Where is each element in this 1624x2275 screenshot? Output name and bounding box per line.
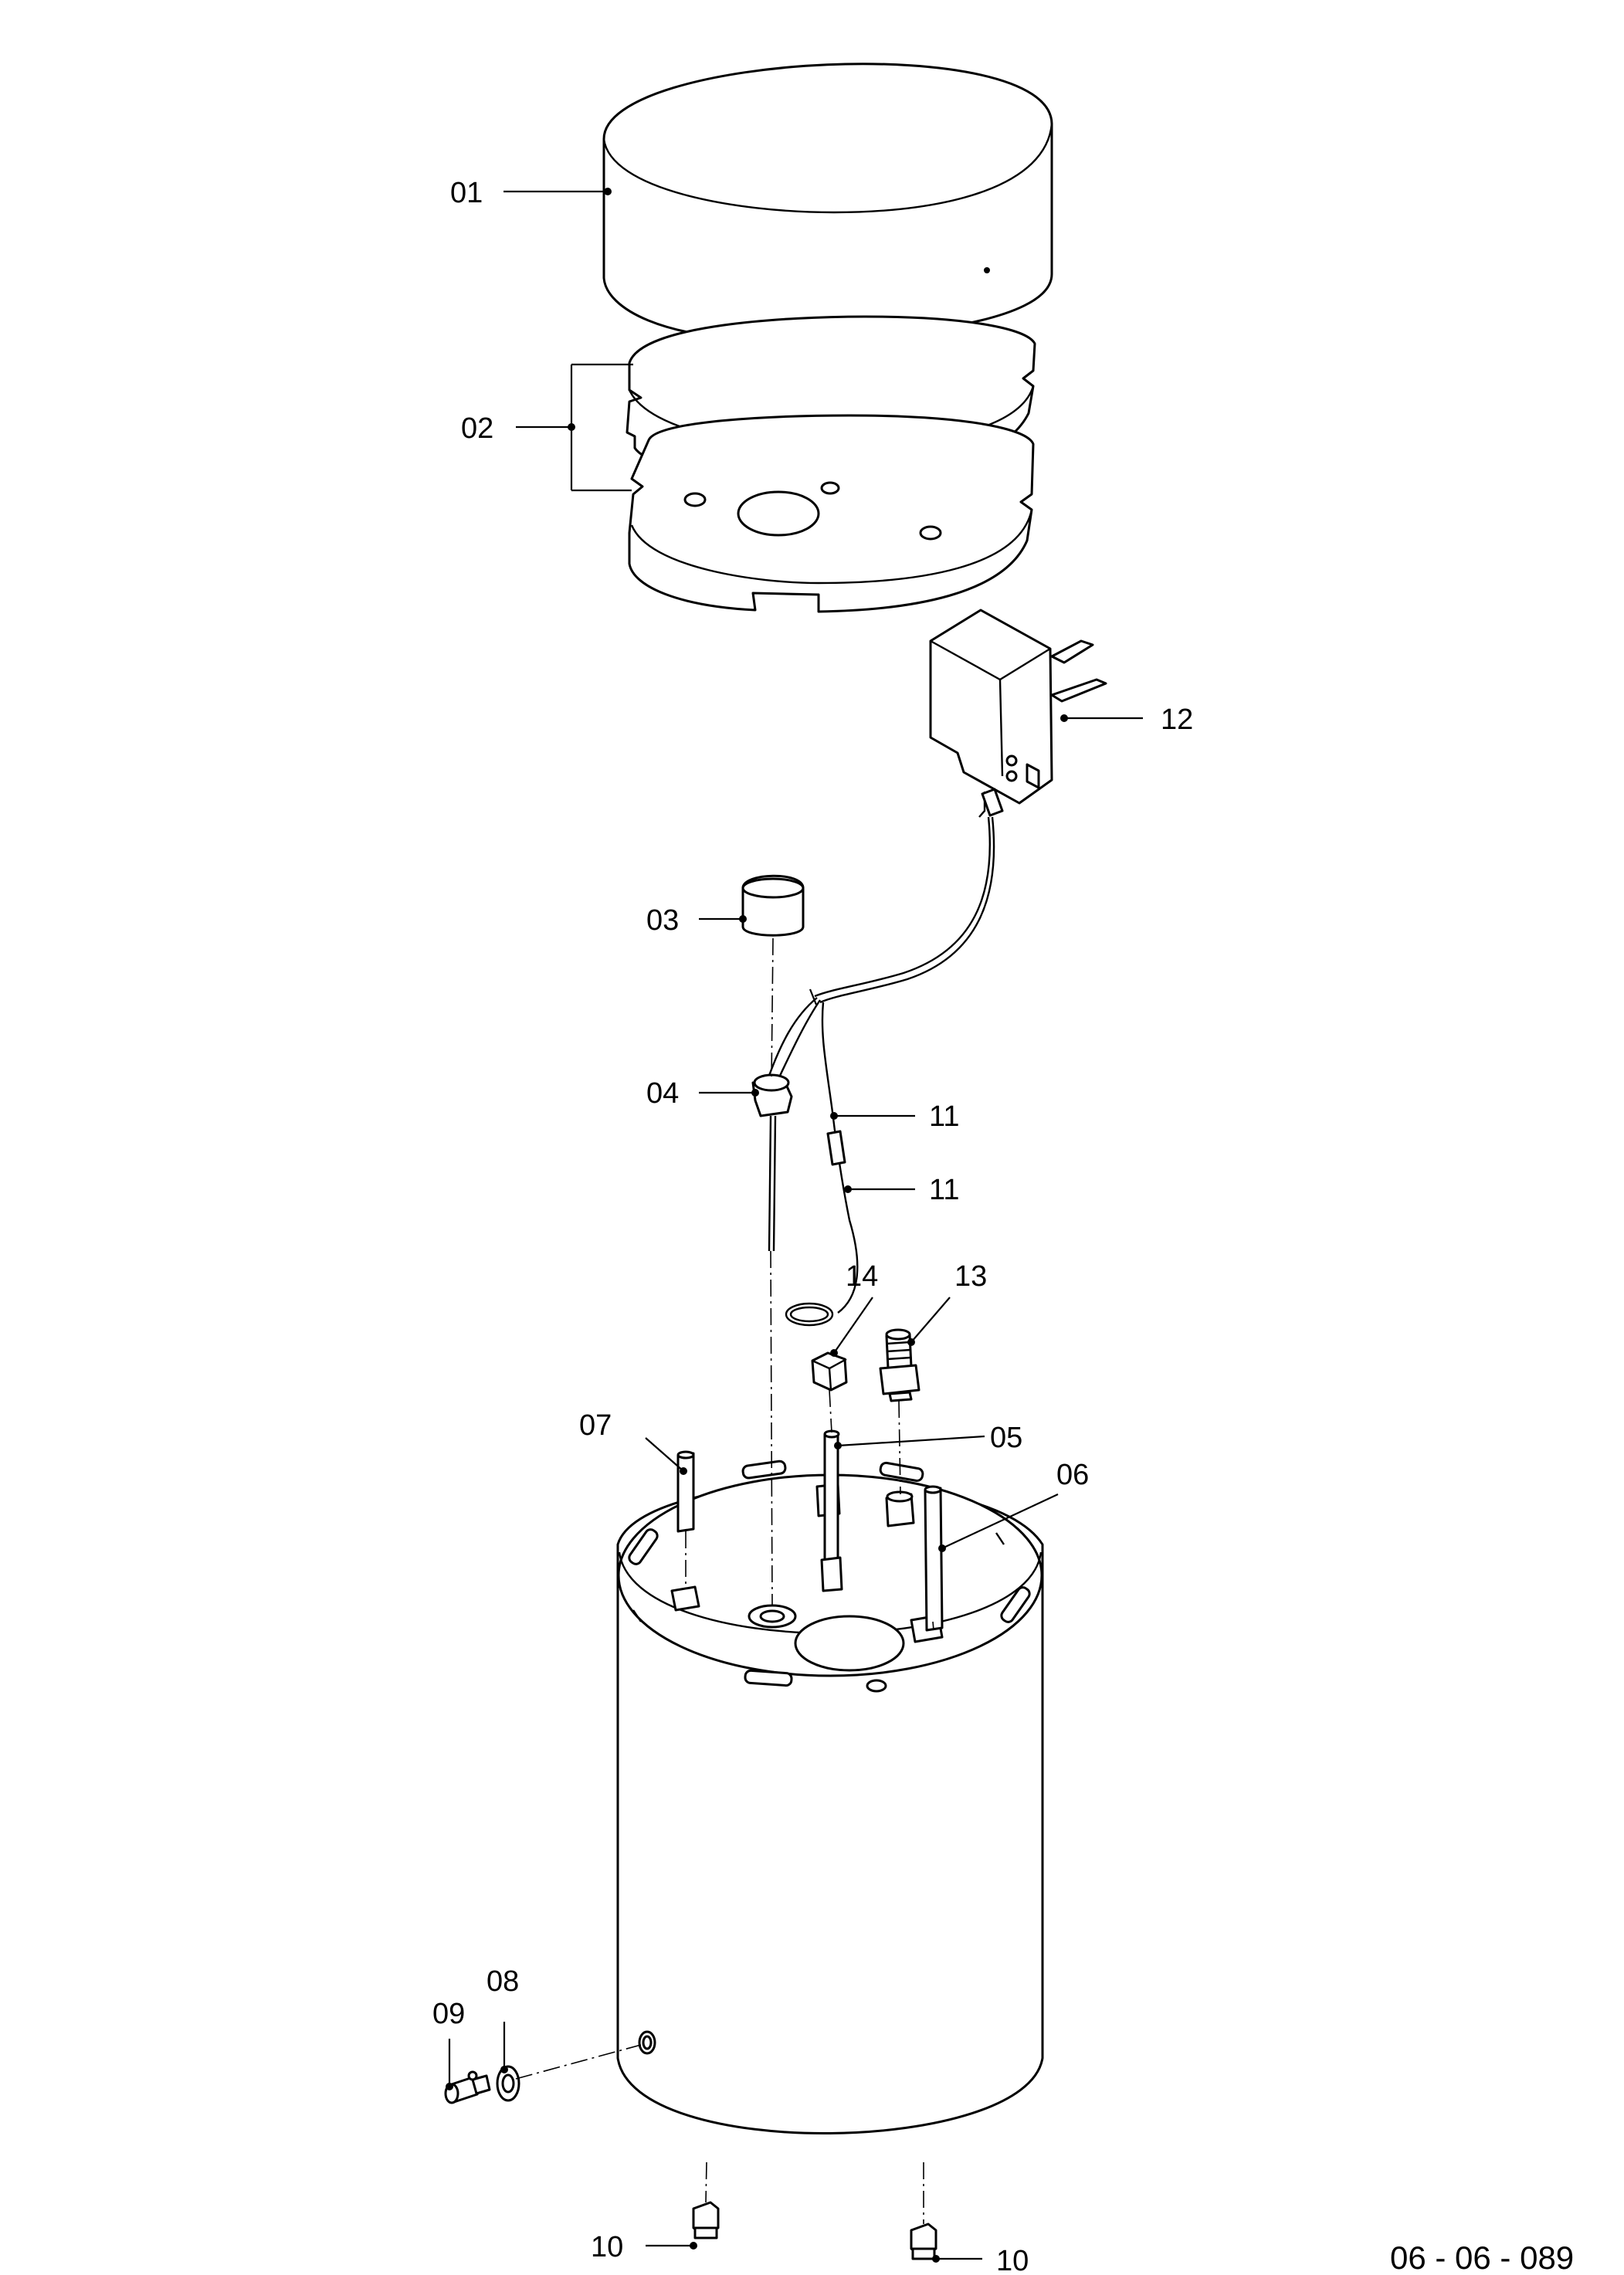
part-13-valve <box>879 1328 920 1402</box>
callout-12: 12 <box>1161 704 1193 736</box>
part-14-nut <box>811 1351 848 1392</box>
callout-03: 03 <box>646 904 679 937</box>
part-12-power-adapter <box>929 609 1107 818</box>
part-01-top-cover <box>602 63 1053 341</box>
callout-10-right: 10 <box>996 2245 1029 2271</box>
callout-09: 09 <box>432 1998 465 2030</box>
callout-05: 05 <box>990 1422 1022 1454</box>
callout-11-upper: 11 <box>929 1100 959 1133</box>
part-03-cap <box>741 874 805 937</box>
callout-04: 04 <box>646 1077 679 1110</box>
part-07-rod <box>676 1450 695 1533</box>
callout-06: 06 <box>1056 1459 1089 1491</box>
callout-02: 02 <box>461 412 493 445</box>
part-10-foot-left <box>692 2201 720 2239</box>
part-08-washer <box>496 2065 520 2102</box>
part-04-gland-fitting <box>751 1073 793 1252</box>
part-05-rod <box>820 1429 843 1592</box>
callout-10-left: 10 <box>591 2231 623 2263</box>
callout-14: 14 <box>846 1260 878 1293</box>
part-02-insulation-ring-lower <box>628 414 1035 613</box>
callout-01: 01 <box>450 177 483 209</box>
callout-13: 13 <box>954 1260 987 1293</box>
sensor-cable <box>763 816 995 1327</box>
callout-11-lower: 11 <box>929 1174 959 1206</box>
part-06-rod <box>924 1485 944 1632</box>
part-10-foot-right <box>910 2222 937 2260</box>
callout-08: 08 <box>487 1965 519 1998</box>
part-09-drain-plug <box>444 2070 491 2104</box>
callout-07: 07 <box>579 1409 612 1442</box>
assembly-axis-lines <box>515 937 934 2224</box>
callout-leaders <box>446 188 1143 2263</box>
drawing-reference-number: 06 - 06 - 089 <box>1390 2239 1574 2271</box>
